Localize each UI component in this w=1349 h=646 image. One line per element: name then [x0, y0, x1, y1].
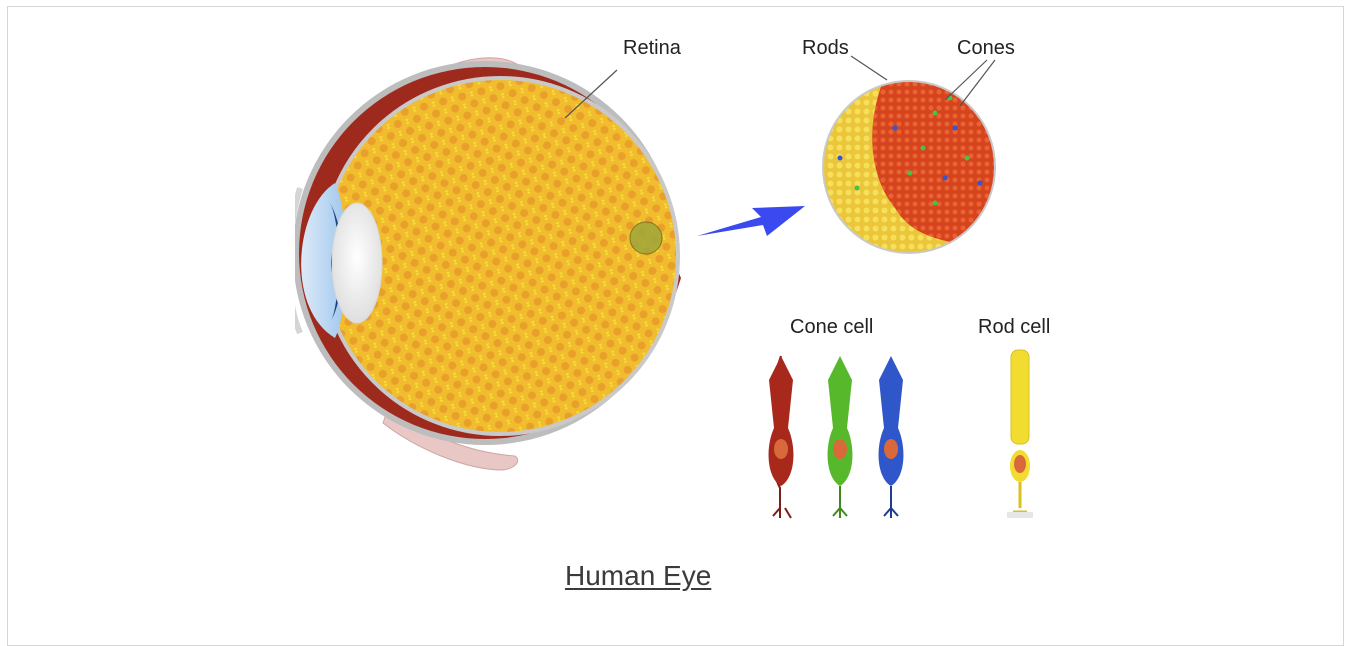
human-eye-link[interactable]: Human Eye — [565, 560, 711, 592]
rods-label: Rods — [802, 37, 849, 59]
cone-cell-red — [769, 356, 794, 518]
cone-cell-blue — [879, 356, 904, 518]
rod-cell-yellow — [1007, 350, 1033, 518]
retina-label: Retina — [623, 37, 682, 59]
eye-illustration: Retina Rods Cones Cone c — [295, 8, 1057, 520]
zoom-arrow-icon — [697, 206, 805, 236]
cone-cell-label: Cone cell — [790, 316, 873, 338]
cone-cell-green — [828, 356, 853, 518]
lens — [332, 203, 382, 323]
fovea-spot — [630, 222, 662, 254]
rod-cell-label: Rod cell — [978, 316, 1050, 338]
cones-label: Cones — [957, 37, 1015, 59]
